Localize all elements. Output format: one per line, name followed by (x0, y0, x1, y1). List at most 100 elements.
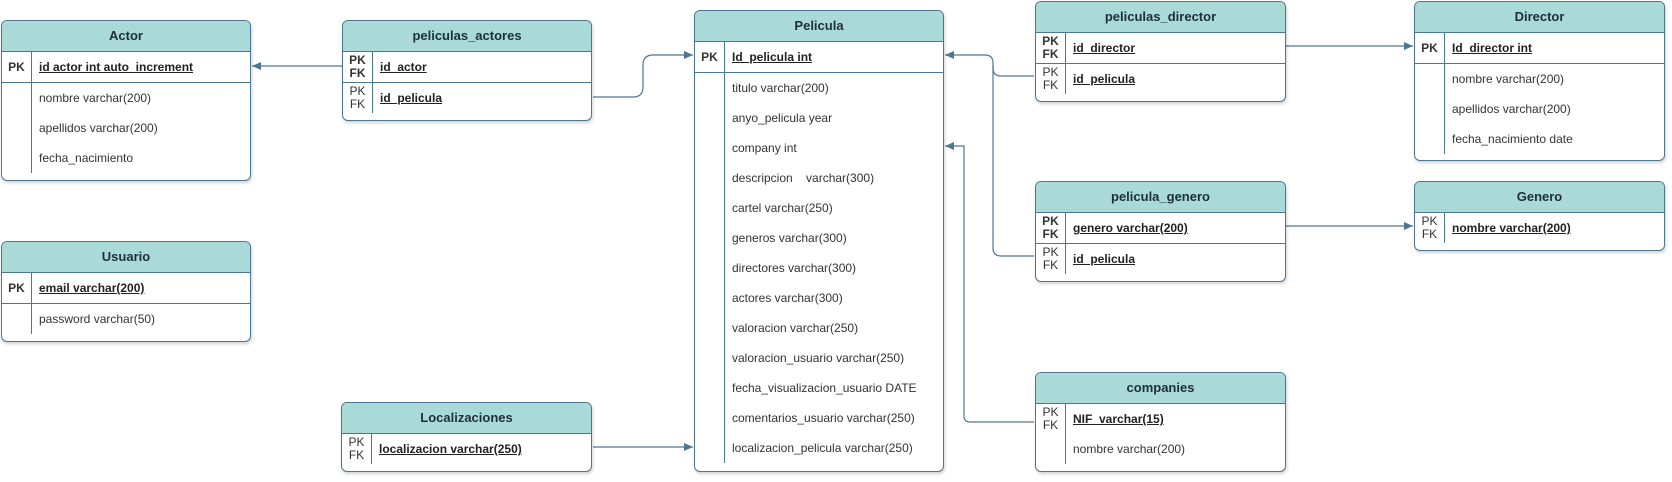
key-badge: PK (695, 42, 725, 72)
field-label: localizacion_pelicula varchar(250) (732, 441, 913, 455)
entity-row[interactable]: password varchar(50) (2, 304, 250, 334)
key-column (2, 304, 32, 334)
field-label: fecha_visualizacion_usuario DATE (732, 381, 917, 395)
field-label: generos varchar(300) (732, 231, 847, 245)
field-label: id_pelicula (380, 91, 443, 105)
entity-row[interactable]: PK id actor int auto_increment (2, 52, 250, 83)
entity-row[interactable]: nombre varchar(200) (2, 83, 250, 113)
entity-row[interactable]: fecha_visualizacion_usuario DATE (695, 373, 943, 403)
entity-title: pelicula_genero (1036, 182, 1285, 213)
field-label: id_director (1073, 41, 1136, 55)
entity-row[interactable]: actores varchar(300) (695, 283, 943, 313)
field-label: Id_pelicula int (732, 50, 813, 64)
key-column (1415, 124, 1445, 154)
entity-row[interactable]: fecha_nacimiento date (1415, 124, 1664, 154)
entity-row[interactable]: nombre varchar(200) (1415, 64, 1664, 94)
entity-title: Pelicula (695, 11, 943, 42)
entity-title: Usuario (2, 242, 250, 273)
field-label: comentarios_usuario varchar(250) (732, 411, 915, 425)
entity-row[interactable]: fecha_nacimiento (2, 143, 250, 173)
field-label: NIF varchar(15) (1073, 412, 1164, 426)
field-label: localizacion varchar(250) (379, 442, 522, 456)
field-label: id actor int auto_increment (39, 60, 194, 74)
field-label: company int (732, 141, 797, 155)
entity-row[interactable]: anyo_pelicula year (695, 103, 943, 133)
entity-row[interactable]: apellidos varchar(200) (2, 113, 250, 143)
entity-row[interactable]: descripcion varchar(300) (695, 163, 943, 193)
connector-peliculas-actores-to-pelicula (593, 51, 693, 98)
key-column (695, 373, 725, 403)
entity-row[interactable]: localizacion_pelicula varchar(250) (695, 433, 943, 463)
field-label: fecha_nacimiento date (1452, 132, 1573, 146)
field-label: descripcion varchar(300) (732, 171, 875, 185)
entity-row[interactable]: directores varchar(300) (695, 253, 943, 283)
entity-row[interactable]: valoracion varchar(250) (695, 313, 943, 343)
key-column (2, 83, 32, 113)
field-label: Id_director int (1452, 41, 1533, 55)
connector-pelicula-genero-to-pelicula (992, 66, 1034, 257)
field-label: fecha_nacimiento (39, 151, 134, 165)
entity-title: peliculas_director (1036, 2, 1285, 33)
key-column (1415, 64, 1445, 94)
field-label: nombre varchar(200) (1452, 221, 1571, 235)
entity-row[interactable]: company int (695, 133, 943, 163)
entity-row[interactable]: comentarios_usuario varchar(250) (695, 403, 943, 433)
key-column (695, 283, 725, 313)
entity-director[interactable]: Director PK Id_director int nombre varch… (1414, 1, 1665, 161)
entity-row[interactable]: PK email varchar(200) (2, 273, 250, 304)
key-column (695, 343, 725, 373)
entity-pelicula[interactable]: Pelicula PK Id_pelicula int titulo varch… (694, 10, 944, 472)
entity-title: Genero (1415, 182, 1664, 213)
key-column (695, 403, 725, 433)
field-label: nombre varchar(200) (1073, 442, 1186, 456)
entity-usuario[interactable]: Usuario PK email varchar(200) password v… (1, 241, 251, 342)
entity-row[interactable]: generos varchar(300) (695, 223, 943, 253)
key-column (695, 313, 725, 343)
entity-title: Actor (2, 21, 250, 52)
entity-actor[interactable]: Actor PK id actor int auto_increment nom… (1, 20, 251, 181)
entity-row[interactable]: titulo varchar(200) (695, 73, 943, 103)
field-label: actores varchar(300) (732, 291, 843, 305)
key-column (695, 73, 725, 103)
field-label: titulo varchar(200) (732, 81, 829, 95)
key-column (695, 433, 725, 463)
entity-row[interactable]: PK Id_pelicula int (695, 42, 943, 73)
entity-row[interactable]: cartel varchar(250) (695, 193, 943, 223)
field-label: nombre varchar(200) (39, 91, 152, 105)
field-label: valoracion_usuario varchar(250) (732, 351, 905, 365)
field-label: apellidos varchar(200) (39, 121, 158, 135)
key-column (1415, 94, 1445, 124)
field-label: password varchar(50) (39, 312, 156, 326)
entity-row[interactable]: PK Id_director int (1415, 33, 1664, 64)
field-label: valoracion varchar(250) (732, 321, 859, 335)
key-column (695, 253, 725, 283)
key-badge: PK (1415, 33, 1445, 63)
entity-row[interactable]: apellidos varchar(200) (1415, 94, 1664, 124)
entity-title: Director (1415, 2, 1664, 33)
entity-row[interactable]: valoracion_usuario varchar(250) (695, 343, 943, 373)
field-label: cartel varchar(250) (732, 201, 833, 215)
entity-row[interactable]: nombre varchar(200) (1036, 434, 1285, 464)
connector-companies-to-pelicula (945, 142, 1034, 423)
